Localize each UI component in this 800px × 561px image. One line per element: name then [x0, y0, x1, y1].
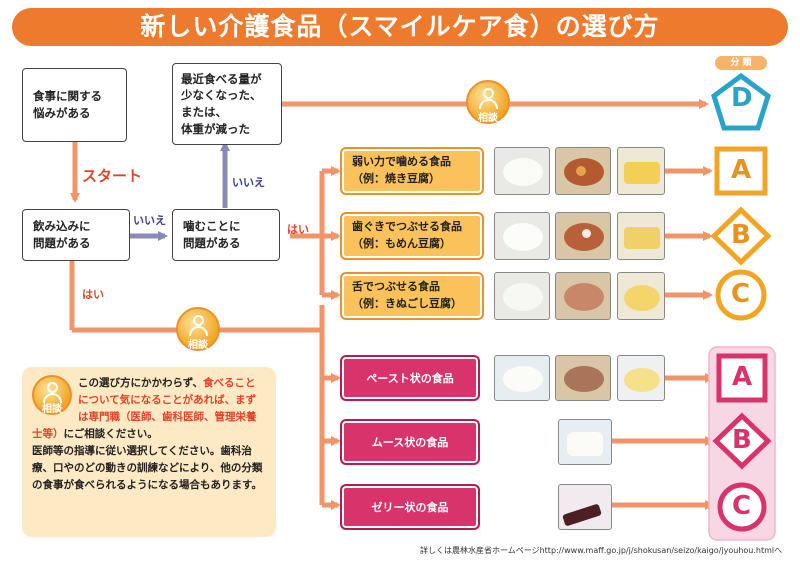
food-gum-crush-title: 歯ぐきでつぶせる食品 [352, 220, 462, 233]
concern-line-2: 悩みがある [33, 106, 91, 120]
yes-label-chew: はい [287, 223, 309, 236]
chew-line-2: 問題がある [183, 236, 241, 250]
consult-text-note: 相談 [42, 404, 62, 415]
note-text-4: 医師等の指導に従い選択してください。歯科治療、口やのどの動きの訓練などにより、他… [32, 445, 263, 491]
start-label: スタート [82, 167, 143, 185]
swallow-line-2: 問題がある [33, 236, 91, 250]
grade-chew-c: C [731, 279, 751, 309]
appetite-box: 最近食べる量が少なくなった、または、体重が減った [172, 63, 282, 145]
photo-stew-soft [555, 212, 611, 260]
classification-label: 分 類 [715, 56, 767, 70]
food-box-jelly: ゼリー状の食品 [340, 484, 480, 530]
no-label-swallow: いいえ [133, 214, 166, 227]
appetite-line-4: 体重が減った [181, 121, 250, 136]
food-gum-crush-example: （例：もめん豆腐） [352, 236, 451, 250]
appetite-line-3: または、 [181, 105, 227, 119]
consult-badge-note: 相談 [32, 375, 72, 415]
photo-jelly [558, 484, 612, 530]
no-label-chew: いいえ [232, 176, 265, 189]
photo-rice-mash [494, 272, 550, 320]
photo-omelette-soft [617, 212, 665, 260]
swallow-box: 飲み込みに問題がある [22, 209, 130, 261]
note-text-3: にご相談ください。 [63, 428, 158, 440]
consult-badge-middle: 相談 [176, 307, 220, 351]
food-box-weak-chew: 弱い力で噛める食品 （例：焼き豆腐） [340, 147, 484, 195]
page-title: 新しい介護食品（スマイルケア食）の選び方 [12, 8, 788, 46]
grade-swallow-a: A [732, 362, 753, 392]
photo-egg-mash [617, 272, 665, 320]
grade-swallow-c: C [732, 491, 752, 521]
grade-d-pentagon [711, 72, 771, 131]
photo-mousse [558, 419, 612, 465]
food-box-paste: ペースト状の食品 [340, 355, 480, 401]
photo-paste-rice [494, 355, 550, 401]
photo-rice-porridge [494, 212, 550, 260]
note-text-1: この選び方にかかわらず、 [78, 377, 204, 389]
photo-rice-soft [494, 147, 550, 195]
photo-stew-mash [555, 272, 611, 320]
food-weak-chew-example: （例：焼き豆腐） [352, 171, 440, 185]
swallow-line-1: 飲み込みに [33, 219, 91, 234]
food-box-tongue-crush: 舌でつぶせる食品 （例：きぬごし豆腐） [340, 272, 484, 320]
photo-paste-egg [617, 355, 665, 401]
grade-chew-a: A [731, 155, 752, 185]
food-tongue-crush-example: （例：きぬごし豆腐） [352, 296, 462, 310]
grade-chew-b: B [731, 220, 751, 250]
concern-line-1: 食事に関する [33, 89, 102, 104]
chew-line-1: 噛むことに [183, 219, 241, 234]
grade-swallow-b: B [732, 425, 752, 455]
advice-note: 相談 この選び方にかかわらず、食べることについて気になることがあれば、まずは専門… [22, 367, 276, 537]
footer-reference: 詳しくは農林水産省ホームページhttp://www.maff.go.jp/j/s… [420, 546, 783, 555]
consult-text-middle: 相談 [188, 340, 208, 351]
food-box-mousse: ムース状の食品 [340, 419, 480, 465]
appetite-line-2: 少なくなった、 [181, 88, 262, 103]
grade-d: D [731, 83, 753, 113]
consult-badge-top: 相談 [466, 80, 510, 124]
appetite-line-1: 最近食べる量が [181, 71, 262, 86]
chew-box: 噛むことに問題がある [172, 209, 280, 261]
photo-omelette-firm [617, 147, 665, 195]
photo-stew-chunky [555, 147, 611, 195]
food-box-gum-crush: 歯ぐきでつぶせる食品 （例：もめん豆腐） [340, 212, 484, 260]
consult-text-top: 相談 [478, 113, 498, 124]
food-weak-chew-title: 弱い力で噛める食品 [352, 155, 451, 168]
food-tongue-crush-title: 舌でつぶせる食品 [352, 280, 440, 293]
concern-box: 食事に関する悩みがある [22, 68, 127, 142]
photo-paste-stew [555, 355, 611, 401]
yes-label-swallow: はい [82, 288, 104, 301]
note-text-emphasis: 食べることについて気になることがあれば、まずは専門職（医師、歯科医師、管理栄養士… [32, 377, 257, 440]
